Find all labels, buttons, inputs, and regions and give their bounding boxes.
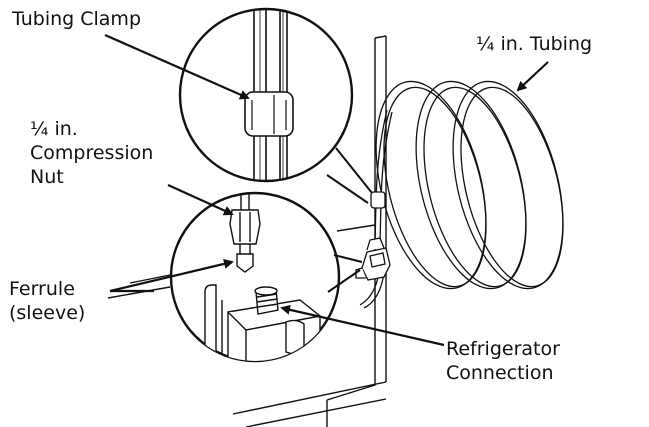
tubing-label: ¼ in. Tubing — [476, 33, 593, 55]
magnified-view-connection — [169, 191, 341, 363]
refrigerator-cabinet — [107, 35, 387, 427]
tubing-clamp-label: Tubing Clamp — [12, 8, 142, 30]
magnified-view-clamp — [178, 7, 354, 183]
water-valve-small — [355, 237, 391, 281]
callout-lines — [326, 147, 373, 293]
arrow-tubing-clamp — [104, 33, 250, 100]
refrigerator-connection-label-line-2: Connection — [446, 362, 554, 384]
arrow-compression-nut — [167, 183, 234, 216]
ferrule-label-line-2: (sleeve) — [9, 302, 86, 324]
compression-nut-label-line-1: ¼ in. — [30, 118, 78, 140]
arrow-refrigerator-connection — [280, 304, 445, 347]
tubing-clamp-small — [370, 191, 386, 209]
ferrule-label: Ferrule (sleeve) — [9, 277, 85, 325]
compression-nut-label-line-2: Compression — [30, 142, 154, 164]
label-arrows — [104, 33, 549, 347]
compression-nut-label: ¼ in. Compression Nut — [30, 117, 153, 189]
compression-nut-label-line-3: Nut — [30, 166, 64, 188]
arrow-ferrule — [109, 258, 234, 293]
arrow-tubing — [516, 61, 549, 92]
refrigerator-connection-label-line-1: Refrigerator — [446, 338, 560, 360]
ferrule-label-line-1: Ferrule — [9, 278, 75, 300]
refrigerator-connection-label: Refrigerator Connection — [446, 337, 560, 385]
coiled-tubing — [359, 80, 564, 309]
